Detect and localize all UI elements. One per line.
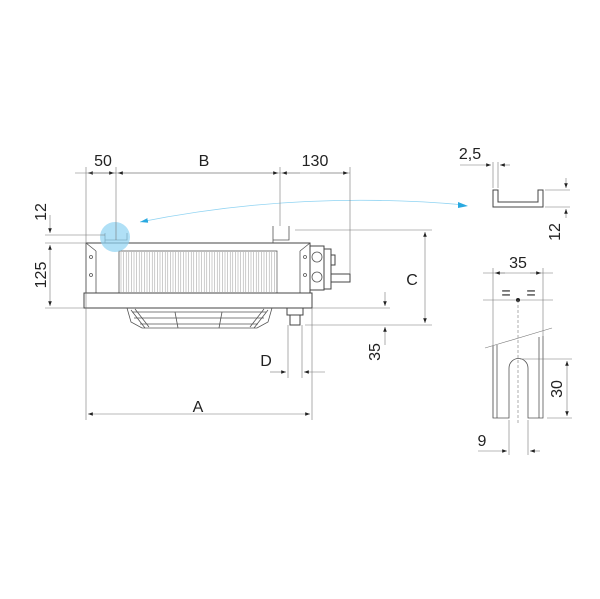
detail-2-5-label: 2,5	[459, 146, 481, 163]
coil-fins	[120, 252, 278, 292]
bracket-channel-detail	[460, 162, 570, 218]
dimension-lines	[45, 167, 432, 420]
dim-a-label: A	[193, 399, 204, 416]
detail-9-label: 9	[478, 433, 487, 450]
fan-guard	[126, 307, 273, 329]
dim-d-label: D	[260, 353, 272, 370]
dim-b-label: B	[199, 153, 210, 170]
junction-box	[309, 245, 351, 291]
dim-125-label: 125	[33, 262, 50, 289]
dim-c-label: C	[406, 272, 418, 289]
detail-arrowhead	[458, 202, 468, 208]
mounting-brackets	[104, 226, 290, 243]
detail-pointer-arrow	[139, 199, 466, 223]
dim-35-vertical-label: 35	[367, 343, 384, 361]
detail-30-label: 30	[549, 380, 566, 398]
unit-cooler-body	[83, 242, 313, 309]
dim-130-label: 130	[302, 153, 329, 170]
detail-equal-right: =	[526, 285, 535, 302]
detail-equal-left: =	[501, 285, 510, 302]
slotted-plate-detail	[478, 268, 572, 455]
dim-50-label: 50	[94, 153, 112, 170]
detail-12-label: 12	[547, 223, 564, 241]
dim-12-left-label: 12	[33, 203, 50, 221]
drain-fitting	[286, 307, 304, 326]
highlight-circle	[100, 222, 130, 252]
detail-35-label: 35	[509, 255, 527, 272]
